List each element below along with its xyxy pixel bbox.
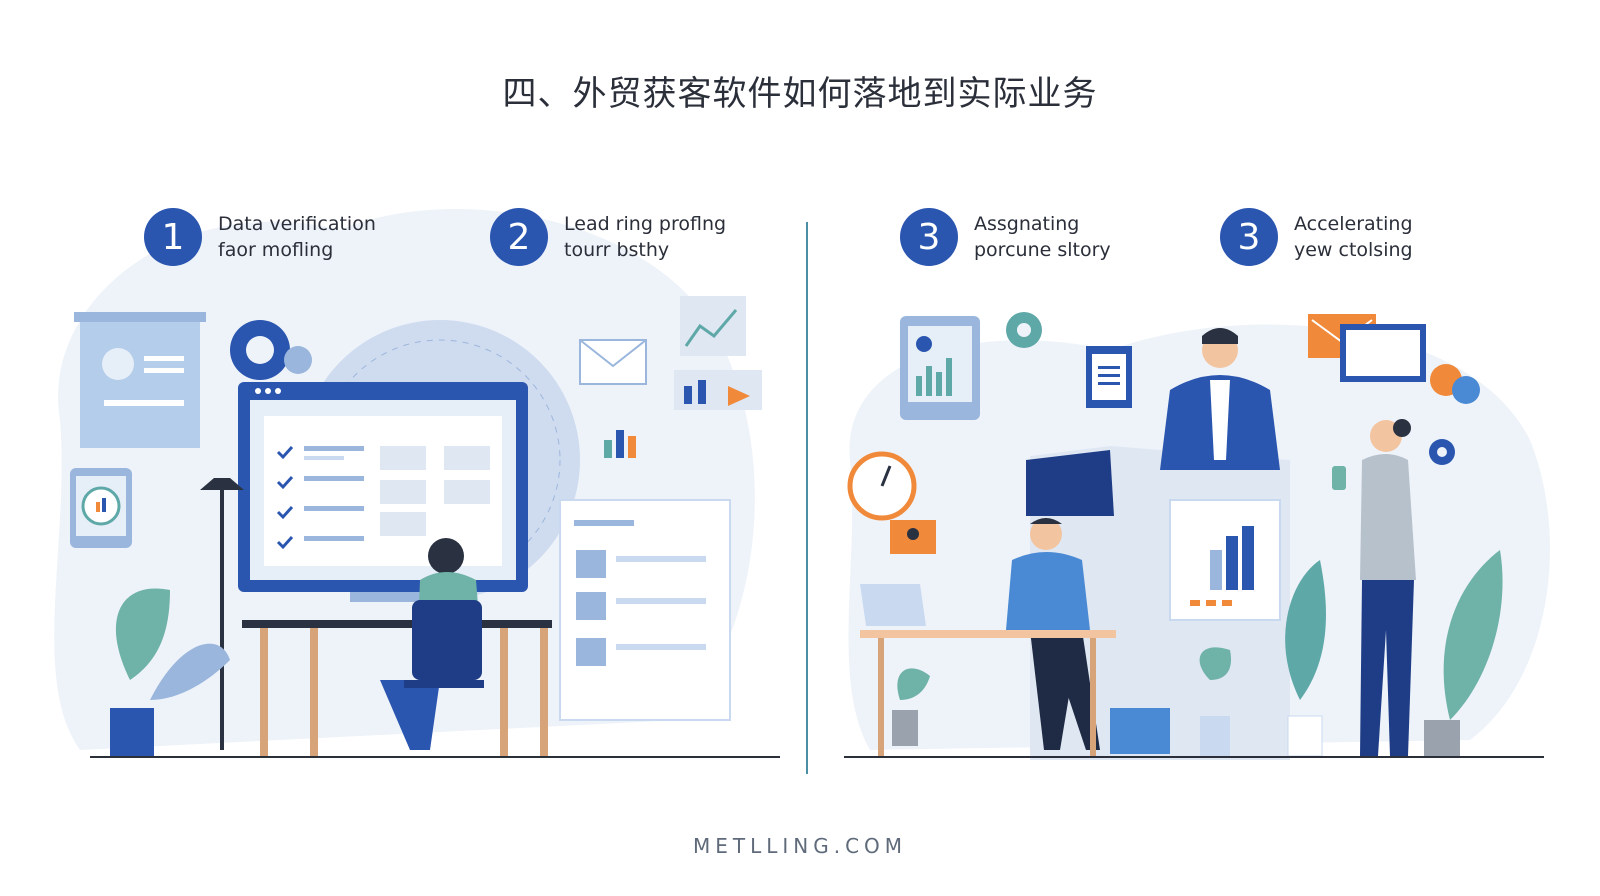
person-seated [1006, 518, 1100, 750]
tablet-chart-icon [900, 316, 980, 420]
step-4-label: Accelerating yew ctolsing [1294, 211, 1413, 263]
step-1-number: 1 [144, 208, 202, 266]
plant-icon [110, 588, 230, 756]
step-2-line2: tourr bsthy [564, 239, 670, 261]
profile-card-icon [74, 312, 206, 448]
step-1: 1 Data verification faor mofling [144, 208, 376, 266]
person-presenting [1160, 328, 1280, 470]
step-2: 2 Lead ring proflng tourr bsthy [490, 208, 726, 266]
right-scene [847, 312, 1550, 760]
step-1-line2: faor mofling [218, 239, 334, 261]
user-card-icon [890, 520, 936, 554]
step-1-line1: Data verification [218, 213, 376, 235]
left-illustration-panel: 1 Data verification faor mofling 2 Lead … [20, 160, 780, 780]
right-illustration-panel: 3 Assgnating porcune sltory 3 Accelerati… [830, 160, 1570, 780]
step-4-line2: yew ctolsing [1294, 239, 1413, 261]
step-4-number: 3 [1220, 208, 1278, 266]
gear-icon [1429, 439, 1455, 465]
envelope-icon [579, 339, 647, 385]
phone-chart-icon [70, 468, 132, 548]
person-at-desk [380, 538, 484, 750]
step-2-line1: Lead ring proflng [564, 213, 727, 235]
monitor-checklist [238, 382, 528, 602]
gear-icon [1006, 312, 1042, 348]
step-4-line1: Accelerating [1294, 213, 1413, 235]
lamp-icon [200, 478, 244, 750]
bar-chart-icon [592, 296, 762, 468]
step-3-line2: porcune sltory [974, 239, 1111, 261]
step-3-label: Assgnating porcune sltory [974, 211, 1111, 263]
gear-icon [230, 320, 312, 380]
document-icon [1086, 346, 1132, 408]
step-1-label: Data verification faor mofling [218, 211, 376, 263]
panel-divider [806, 222, 808, 774]
plant-icon [892, 550, 1503, 757]
chat-bubble-icon [1308, 314, 1480, 404]
step-2-number: 2 [490, 208, 548, 266]
checklist-icon [276, 445, 294, 550]
step-4: 3 Accelerating yew ctolsing [1220, 208, 1413, 266]
step-3: 3 Assgnating porcune sltory [900, 208, 1111, 266]
ground-line-left [90, 756, 780, 758]
step-3-number: 3 [900, 208, 958, 266]
left-scene [54, 208, 762, 758]
document-icon [559, 499, 731, 721]
footer-brand: METLLING.COM [692, 834, 908, 858]
step-2-label: Lead ring proflng tourr bsthy [564, 211, 726, 263]
step-3-line1: Assgnating [974, 213, 1080, 235]
clock-icon [847, 451, 917, 521]
ground-line-right [844, 756, 1544, 758]
person-with-phone [1332, 419, 1416, 756]
page-title: 四、外贸获客软件如何落地到实际业务 [502, 74, 1098, 114]
